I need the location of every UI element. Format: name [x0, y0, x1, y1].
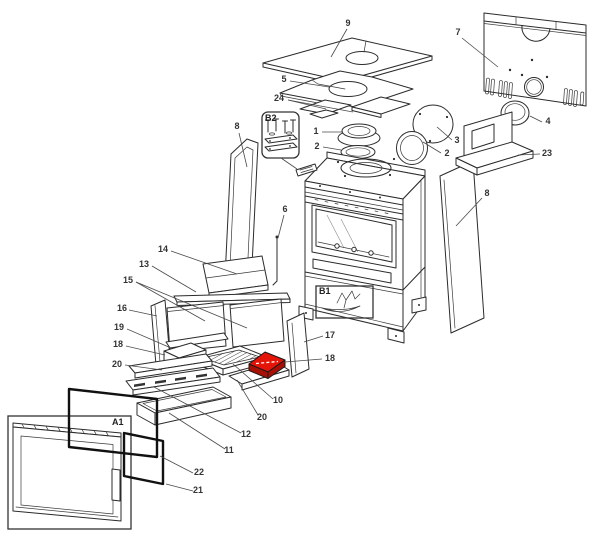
part-14-baffle-plate	[202, 255, 269, 299]
b2-bolts	[265, 118, 296, 136]
group-label-b2: B2	[265, 113, 277, 123]
part-8-left-side-panel	[224, 138, 259, 279]
part-label-8[interactable]: 8	[234, 121, 239, 131]
door-handle-plate	[111, 468, 121, 502]
part-label-15[interactable]: 15	[123, 275, 133, 285]
part-label-17[interactable]: 17	[325, 330, 335, 340]
part-label-7[interactable]: 7	[455, 27, 460, 37]
part-labels: 9 7 5 24 8 1 2 3 2 4 23 8 6 14 13 15 16 …	[112, 18, 552, 495]
stove-body	[295, 151, 427, 344]
part-17-right-side-brick	[286, 312, 310, 378]
part-label-18b[interactable]: 18	[325, 353, 335, 363]
part-label-3[interactable]: 3	[454, 135, 459, 145]
part-7-rear-panel	[483, 12, 587, 107]
part-11-ash-pan	[136, 386, 232, 426]
stove-feet	[298, 296, 427, 344]
part-label-14[interactable]: 14	[158, 244, 168, 254]
highlight-dash	[255, 360, 279, 365]
part-label-20[interactable]: 20	[112, 359, 122, 369]
part-18-firebrick-highlighted[interactable]	[248, 351, 286, 379]
part-12-front-panel	[125, 367, 221, 396]
firebox-frame	[311, 204, 397, 269]
part-label-1[interactable]: 1	[313, 126, 318, 136]
part-3-blanking-plate	[412, 104, 454, 144]
part-1-flue-collar	[337, 123, 381, 147]
part-21-gasket-wire	[122, 431, 165, 486]
part-label-10[interactable]: 10	[273, 395, 283, 405]
b2-hardware-box	[261, 111, 300, 159]
part-22-gasket-wire	[67, 387, 159, 459]
part-6-rod	[272, 235, 279, 286]
part-19-support-strip	[165, 332, 229, 349]
group-label-b1: B1	[319, 286, 331, 296]
part-label-23[interactable]: 23	[542, 148, 552, 158]
part-label-16[interactable]: 16	[117, 303, 127, 313]
part-label-4[interactable]: 4	[545, 116, 550, 126]
part-8-right-side-panel	[439, 160, 485, 334]
part-label-11[interactable]: 11	[224, 445, 234, 455]
part-2-gasket-ring	[340, 145, 376, 159]
part-label-12[interactable]: 12	[241, 429, 251, 439]
highlight-right-face[interactable]	[267, 359, 286, 379]
part-label-24[interactable]: 24	[274, 93, 284, 103]
part-label-2b[interactable]: 2	[444, 148, 449, 158]
part-label-8b[interactable]: 8	[484, 188, 489, 198]
part-label-19[interactable]: 19	[114, 322, 124, 332]
lower-slot	[312, 258, 392, 284]
part-label-13[interactable]: 13	[139, 259, 149, 269]
b1-detail-box	[315, 285, 374, 319]
stove-front-face	[304, 180, 404, 332]
door-assembly	[12, 422, 122, 522]
hinge-ticks	[21, 423, 109, 436]
part-label-20b[interactable]: 20	[257, 412, 267, 422]
door-glass-opening	[315, 208, 393, 263]
part-label-22[interactable]: 22	[194, 467, 204, 477]
part-23-bracket	[455, 111, 534, 176]
b1-grate-sketch	[321, 290, 361, 312]
air-louver-ticks	[314, 199, 389, 214]
part-label-9[interactable]: 9	[345, 18, 350, 28]
part-label-21[interactable]: 21	[193, 485, 203, 495]
part-2-ring-right	[396, 131, 428, 165]
part-label-2[interactable]: 2	[314, 141, 319, 151]
leader-lines	[124, 28, 543, 492]
vent-slots	[485, 77, 585, 107]
part-label-6[interactable]: 6	[282, 204, 287, 214]
part-label-5[interactable]: 5	[281, 74, 286, 84]
part-label-18[interactable]: 18	[113, 339, 123, 349]
group-label-a1: A1	[112, 417, 124, 427]
stove-rating-plate	[295, 163, 318, 177]
